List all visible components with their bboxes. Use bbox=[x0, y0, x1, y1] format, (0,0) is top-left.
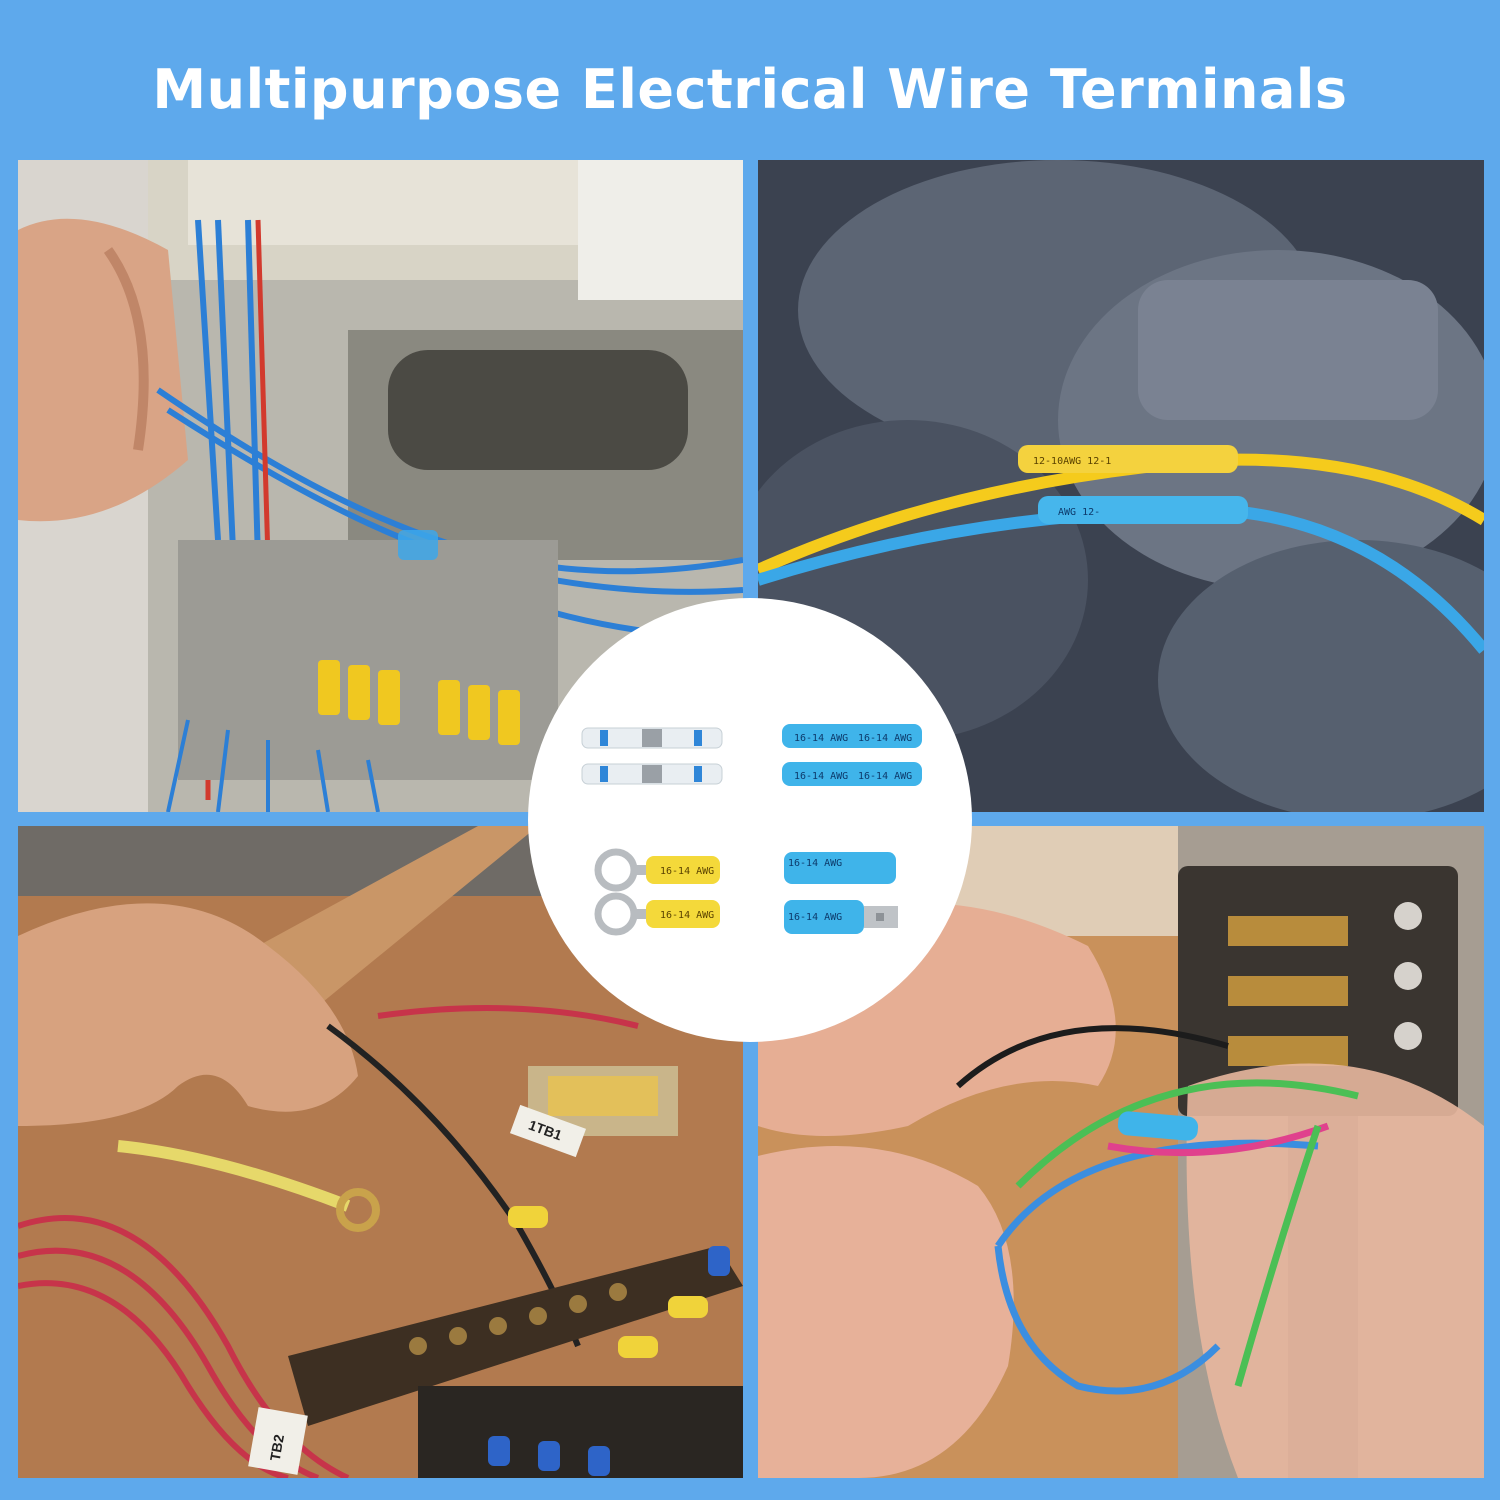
female-spade-label: 16-14 AWG bbox=[788, 858, 842, 869]
board-label-tb2: TB2 bbox=[267, 1433, 287, 1462]
sleeve-text-yellow: 12-10AWG 12-1 bbox=[1033, 456, 1111, 467]
male-spade-label: 16-14 AWG bbox=[788, 912, 842, 923]
terminal-products-circle bbox=[528, 598, 972, 1042]
page-title: Multipurpose Electrical Wire Terminals bbox=[152, 58, 1348, 121]
electrical-cabinet-photo bbox=[18, 160, 743, 812]
solder-seal-connectors bbox=[580, 724, 725, 790]
butt-label-1b: 16-14 AWG bbox=[858, 733, 912, 744]
yellow-ring-terminals: 16-14 AWG 16-14 AWG bbox=[594, 846, 724, 936]
blue-spade-connectors: 16-14 AWG 16-14 AWG bbox=[782, 850, 902, 940]
butt-label-1a: 16-14 AWG bbox=[794, 733, 848, 744]
ring-label-1: 16-14 AWG bbox=[660, 866, 714, 877]
sleeve-text-blue: AWG 12- bbox=[1058, 507, 1100, 518]
engine-wires-photo: 12-10AWG 12-1 AWG 12- bbox=[758, 160, 1484, 812]
butt-label-2b: 16-14 AWG bbox=[858, 771, 912, 782]
terminal-block-board-photo: 1TB1 TB2 bbox=[18, 826, 743, 1478]
blue-butt-connectors: 16-14 AWG 16-14 AWG 16-14 AWG 16-14 AWG bbox=[780, 722, 925, 792]
butt-label-2a: 16-14 AWG bbox=[794, 771, 848, 782]
ring-label-2: 16-14 AWG bbox=[660, 910, 714, 921]
